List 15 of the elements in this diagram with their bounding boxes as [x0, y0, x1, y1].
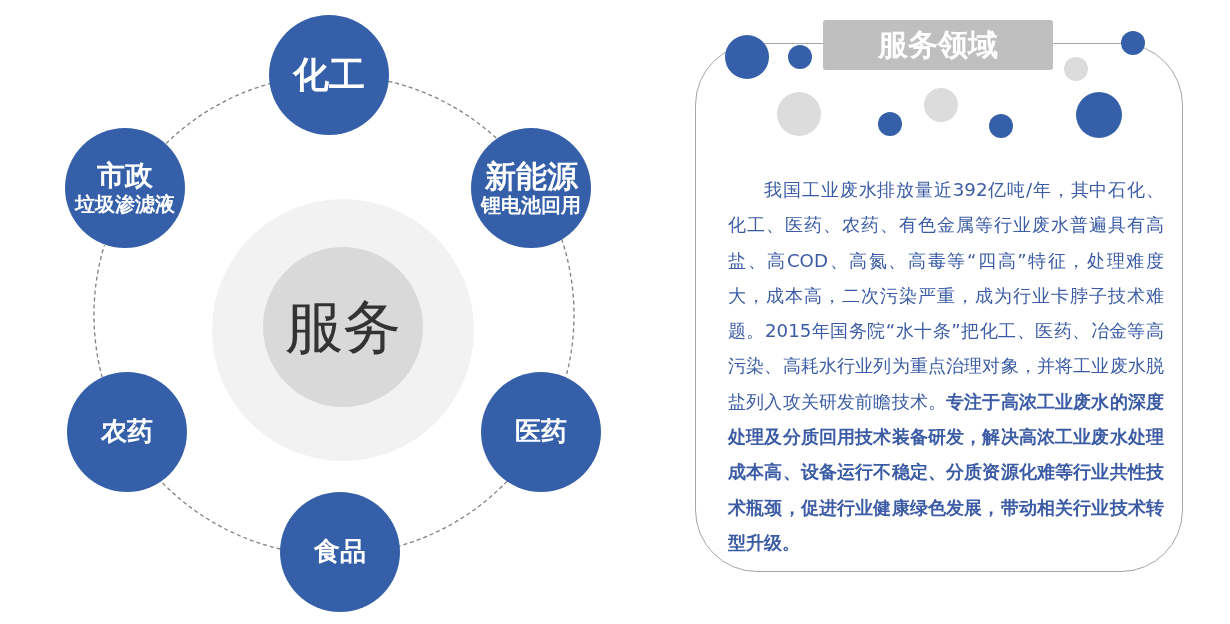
connector-arc	[160, 480, 282, 550]
circle-label: 新能源	[484, 158, 578, 195]
panel-paragraph: 我国工业废水排放量近392亿吨/年，其中石化、化工、医药、农药、有色金属等行业废水普遍具有高盐、高COD、高氮、高毒等“四高”特征，处理难度大，成本高，二次污染严重，成为行业卡脖子技术难题。2015年国务院“水十条”把化工、医药、冶金等高污染、高耗水行业列为重点治理对象，并将工业废水脱盐列入攻关研发前瞻技术。专注于高浓工业废水的深度处理及分质回用技术装备研发，解决高浓工业废水处理成本高、设备运行不稳定、分质资源化难等行业共性技术瓶颈，促进行业健康绿色发展，带动相关行业技术转型升级。	[728, 178, 1164, 555]
circle-label: 市政	[97, 160, 153, 193]
circle-label: 食品	[314, 537, 366, 567]
connector-arc	[387, 80, 498, 140]
circle-sublabel: 垃圾渗滤液	[75, 192, 175, 216]
circle-label: 化工	[293, 54, 365, 96]
circle-label: 医药	[515, 417, 567, 447]
circle-label: 农药	[101, 417, 153, 447]
circle-label: 服务	[285, 293, 401, 361]
circle-sublabel: 锂电池回用	[481, 194, 581, 218]
connector-arc	[165, 83, 271, 145]
connector-arc	[93, 244, 106, 379]
panel-title: 服务领域	[823, 20, 1053, 70]
